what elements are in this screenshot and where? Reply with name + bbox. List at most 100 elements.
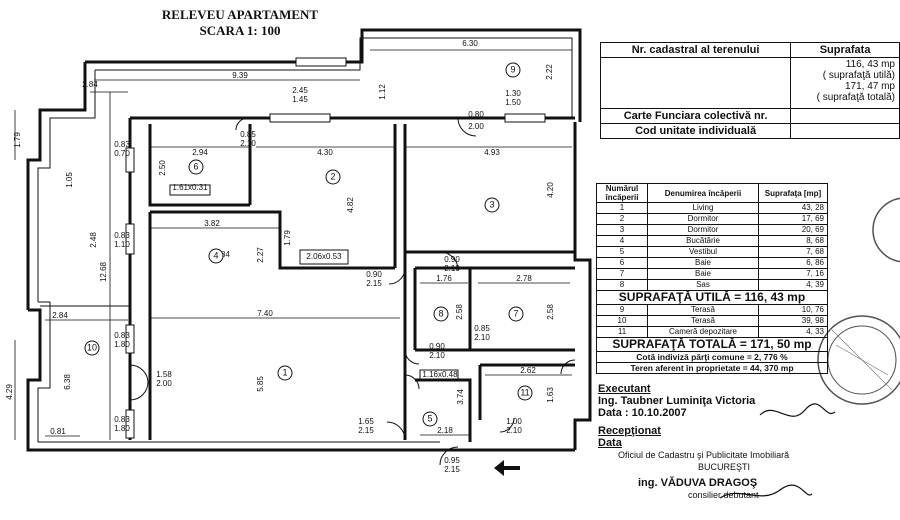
dim-r10-edge: 2.48 <box>89 232 98 248</box>
cadastral-table: Nr. cadastral al terenului Suprafata 116… <box>599 42 900 139</box>
dim-hall-height: 1.79 <box>283 230 292 246</box>
room-number-5: 5 <box>427 413 432 423</box>
cadastral-number-cell <box>599 57 792 109</box>
room-marker-1 <box>277 365 293 381</box>
dim-west-length: 6.38 <box>63 374 72 390</box>
dim-r5-width: 2.18 <box>437 426 453 435</box>
room-marker-7 <box>508 306 524 322</box>
dim-r8-height: 2.58 <box>455 304 464 320</box>
dim-r1-height: 5.85 <box>256 376 265 392</box>
col-header-number: Numărul încăperii <box>596 183 648 203</box>
room-marker-4 <box>208 248 224 264</box>
window-070: 0.70 <box>114 149 130 158</box>
dim-left-upper: 2.84 <box>82 80 98 89</box>
door-095: 0.95 <box>444 456 460 465</box>
outer-walls <box>26 28 592 452</box>
sum-total-text: SUPRAFAŢĂ TOTALĂ = 171, 50 mp <box>596 337 828 352</box>
door-090-c: 0.90 <box>429 342 445 351</box>
dim-r2-height: 4.82 <box>346 197 355 213</box>
entrance-arrow-icon <box>494 460 520 476</box>
cadastral-header-right: Suprafata <box>790 42 900 58</box>
stamp-partial <box>872 197 900 263</box>
executant-date: Data : 10.10.2007 <box>598 407 687 419</box>
room-marker-6 <box>188 159 204 175</box>
opening-130: 1.30 <box>505 89 521 98</box>
door-085-b: 0.85 <box>474 324 490 333</box>
interior-walls <box>40 116 575 442</box>
dim-r3-height: 4.20 <box>546 182 555 198</box>
opening-145: 1.45 <box>292 95 308 104</box>
door-090-a: 0.90 <box>366 270 382 279</box>
sum-total-row: SUPRAFAŢĂ TOTALĂ = 171, 50 mp <box>596 337 828 352</box>
dim-r4-width: 3.82 <box>204 219 220 228</box>
room-number-8: 8 <box>438 308 443 318</box>
plan-scale: SCARA 1: 100 <box>200 23 281 38</box>
signature-block: Executant Ing. Taubner Luminiţa Victoria… <box>598 383 838 501</box>
room-number-9: 9 <box>510 64 515 74</box>
dim-left-lower: 2.84 <box>52 311 68 320</box>
dim-left-side-top: 1.79 <box>13 132 22 148</box>
door-200-b: 2.00 <box>156 379 172 388</box>
dim-r6-height: 2.50 <box>158 160 167 176</box>
door-080: 0.80 <box>468 110 484 119</box>
rooms-table: Numărul încăperii Denumirea încăperii Su… <box>596 183 828 374</box>
executant-signature <box>759 403 836 417</box>
inspector-role: consilier debutant <box>688 490 759 500</box>
office-city: BUCUREŞTI <box>698 462 751 472</box>
dim-bottom-left: 0.81 <box>50 427 66 436</box>
door-215-a: 2.15 <box>366 279 382 288</box>
dim-r9-height: 2.22 <box>545 64 554 80</box>
opening-150: 1.50 <box>505 98 521 107</box>
door-swings <box>129 117 576 466</box>
dim-r7-width: 2.78 <box>516 274 532 283</box>
cadastral-header-left: Nr. cadastral al terenului <box>599 42 792 58</box>
executant-name: Ing. Taubner Luminiţa Victoria <box>598 395 756 407</box>
total-surface-note: ( suprafaţă totală) <box>816 92 895 103</box>
room-marker-5 <box>422 411 438 427</box>
cota-row: Cotă indiviză părţi comune = 2, 776 % <box>596 351 828 363</box>
col-header-name: Denumirea încăperii <box>647 183 759 203</box>
dim-terrace-width: 6.30 <box>462 39 478 48</box>
dim-r3-width: 4.93 <box>484 148 500 157</box>
door-100: 1.00 <box>506 417 522 426</box>
sum-util-text: SUPRAFAŢĂ UTILĂ = 116, 43 mp <box>596 290 828 305</box>
receptionat-label: Recepţionat <box>598 425 661 437</box>
window-083-c: 0.83 <box>114 331 130 340</box>
door-210-c: 2.10 <box>474 333 490 342</box>
util-surface-note: ( suprafaţă utilă) <box>822 70 895 81</box>
door-215-b: 2.15 <box>358 426 374 435</box>
room-marker-11 <box>517 385 533 401</box>
windows <box>125 57 546 439</box>
teren-row: Teren aferent în proprietate = 44, 370 m… <box>596 362 828 374</box>
inspector-name: ing. VĂDUVA DRAGOŞ <box>638 477 758 489</box>
window-180-a: 1.80 <box>114 340 130 349</box>
office-name: Oficiul de Cadastru şi Publicitate Imobi… <box>618 450 790 460</box>
total-surface-value: 171, 47 mp <box>844 81 895 92</box>
niche-label-5: 1.16x0.48 <box>422 370 458 379</box>
niche-label-2: 2.06x0.53 <box>306 252 342 261</box>
door-090-b: 0.90 <box>444 255 460 264</box>
room-marker-2 <box>325 169 341 185</box>
dim-left-total: 12.68 <box>99 261 108 282</box>
door-210-a: 2.10 <box>240 139 256 148</box>
door-085-a: 0.85 <box>240 130 256 139</box>
room-number-4: 4 <box>213 250 218 260</box>
dim-corr-small: 1.05 <box>65 172 74 188</box>
door-210-d: 2.10 <box>429 351 445 360</box>
carte-funciara-label: Carte Funciara colectivă nr. <box>599 108 792 124</box>
room-number-3: 3 <box>489 199 494 209</box>
room-markers: 1 2 3 4 5 6 7 8 9 10 11 <box>84 62 533 427</box>
room-marker-9 <box>505 62 521 78</box>
executant-label: Executant <box>598 383 651 395</box>
cod-unitate-label: Cod unitate individuală <box>599 123 792 139</box>
